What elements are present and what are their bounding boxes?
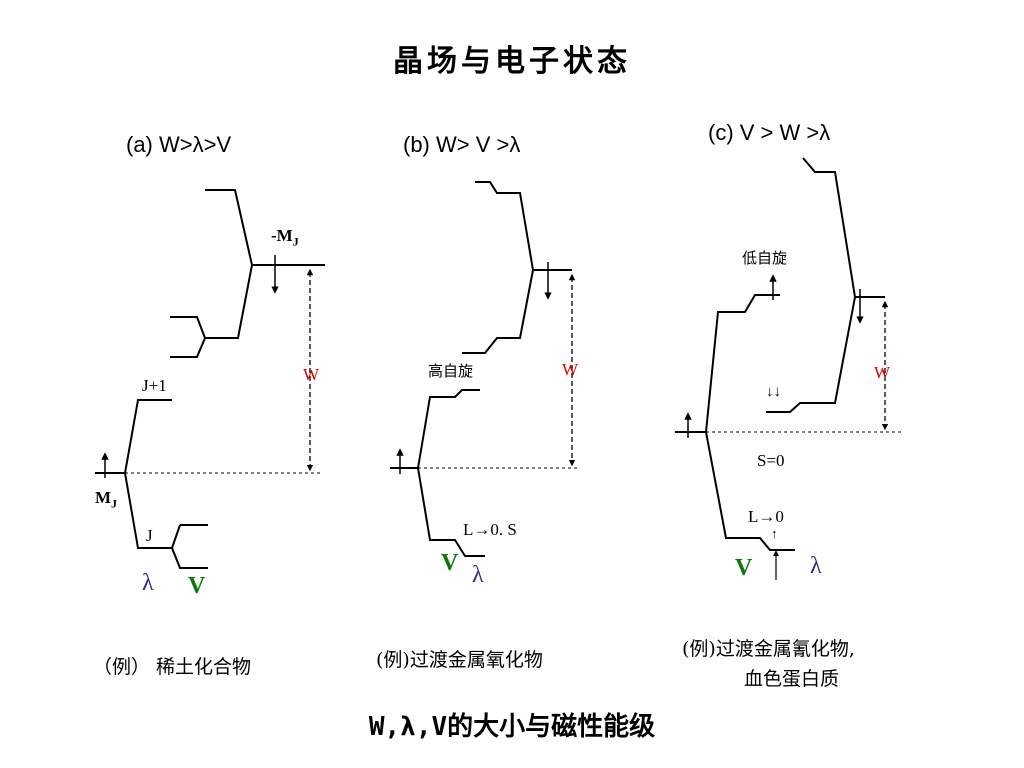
panel-c-v-label: V [735,555,753,581]
panel-c-low-spin-label: 低自旋 [742,249,788,267]
panel-a-example: （例） 稀土化合物 [93,656,252,678]
panel-b-example: (例)过渡金属氧化物 [376,649,543,671]
page-title: 晶场与电子状态 [393,44,631,79]
panel-c-l-to-zero-label: L→0 [748,507,784,526]
panel-b-high-spin-label: 高自旋 [428,362,474,380]
panel-c-s-zero-label: S=0 [757,451,785,470]
panel-a-jplus1-label: J+1 [142,376,167,395]
panel-a-mj-label: MJ [95,488,118,511]
panel-c-example-line2: 血色蛋白质 [744,668,840,690]
down-down-arrows-icon: ↓↓ [766,384,781,400]
panel-c-condition: (c) V > W >λ [708,120,831,145]
panel-a-j-label: J [146,526,153,545]
bottom-title: W,λ,V的大小与磁性能级 [368,712,656,742]
panel-c-w-label: W [874,363,891,382]
panel-c-lambda-label: λ [810,553,822,579]
panel-a-v-label: V [188,573,206,599]
panel-c-example-line1: (例)过渡金属氰化物, [682,638,855,660]
panel-a-w-label: W [303,365,320,384]
panel-a-lambda-label: λ [142,570,154,596]
panel-b-w-label: W [562,360,579,379]
up-arrow-small-icon: ↑ [771,526,778,541]
panel-b-condition: (b) W> V >λ [403,132,521,157]
panel-b-v-label: V [441,550,459,576]
panel-c-levels [675,157,885,551]
panel-b-l-to-zero-label: L→0. S [463,520,517,539]
panel-a-minus-mj-label: -MJ [271,226,299,249]
panel-b-lambda-label: λ [472,562,484,588]
panel-a-levels [95,189,325,569]
panel-a-condition: (a) W>λ>V [126,132,232,157]
panel-b-levels [390,181,572,557]
